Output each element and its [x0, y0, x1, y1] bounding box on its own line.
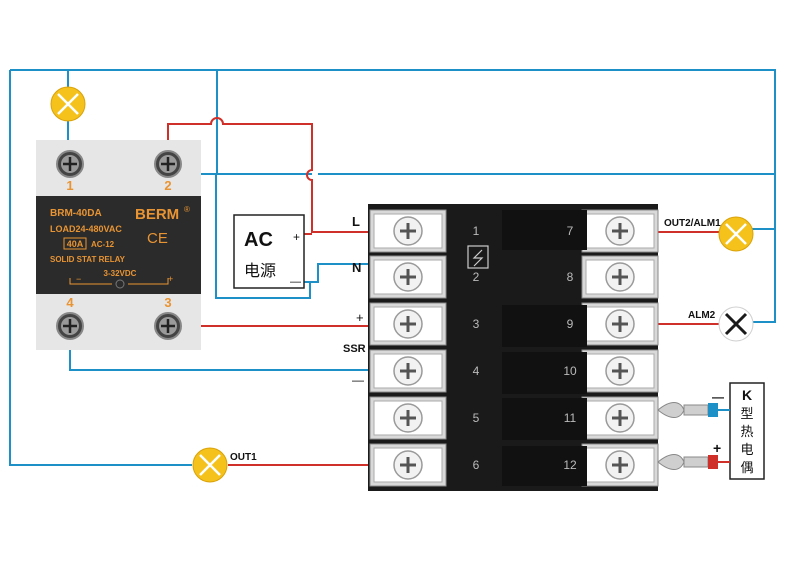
label-L: L [352, 214, 360, 229]
label-N: N [352, 260, 361, 275]
relay-screw-2 [154, 150, 182, 178]
relay-current: 40A [67, 239, 84, 249]
relay-terminal-3: 3 [164, 295, 171, 310]
temperature-controller: 1 7 2 8 3 9 4 10 5 11 6 12 [368, 204, 659, 491]
ac-minus: — [290, 276, 301, 288]
tc-char-4: 电 [740, 442, 753, 457]
relay-screw-3 [154, 312, 182, 340]
terminal-number-3: 3 [473, 317, 480, 331]
terminal-11 [581, 396, 659, 440]
label-ssr-minus: — [352, 373, 364, 387]
wire-red-top [167, 117, 370, 233]
relay-indicator-led [115, 279, 125, 289]
terminal-3 [369, 302, 447, 346]
terminal-number-9: 9 [567, 317, 574, 331]
terminal-9 [581, 302, 659, 346]
relay-ce-mark: CE [147, 230, 168, 247]
terminal-number-11: 11 [564, 411, 577, 425]
terminal-10 [581, 349, 659, 393]
terminal-6 [369, 443, 447, 487]
tc-char-k: K [742, 387, 752, 403]
wire-ac-minus [298, 263, 370, 283]
label-ssr-plus: + [356, 310, 364, 325]
thermocouple-k: K 型 热 电 偶 — + [657, 382, 765, 480]
terminal-1 [369, 209, 447, 253]
relay-model: BRM-40DA [50, 208, 102, 219]
left-terminal-column [369, 209, 447, 487]
relay-symbol-icon [467, 245, 489, 269]
relay-ac-rating: AC-12 [91, 240, 115, 249]
terminal-8 [581, 255, 659, 299]
relay-load: LOAD24-480VAC [50, 224, 122, 234]
terminal-number-10: 10 [563, 364, 577, 378]
tc-plus-lead [657, 454, 730, 470]
tc-char-5: 偶 [740, 460, 753, 475]
relay-control: 3-32VDC [104, 269, 137, 278]
relay-terminal-4: 4 [66, 295, 74, 310]
tc-plus-sign: + [713, 440, 721, 456]
label-out2-alm1: OUT2/ALM1 [664, 218, 721, 229]
terminal-5 [369, 396, 447, 440]
terminal-number-1: 1 [473, 224, 480, 238]
wire-top-loop [9, 69, 776, 466]
terminal-number-2: 2 [473, 270, 480, 284]
relay-control-minus: − [76, 274, 81, 284]
ac-title: AC [244, 229, 273, 251]
wire-blue-horizontal-174 [200, 173, 776, 323]
label-alm2: ALM2 [688, 310, 716, 321]
tc-char-2: 型 [740, 406, 753, 421]
relay-brand: BERM [135, 206, 179, 223]
lamp-out1 [192, 447, 228, 483]
lamp-out2 [718, 216, 754, 252]
lamp-alm2 [718, 306, 754, 342]
ac-subtitle: 电源 [244, 262, 276, 280]
lamp-top [50, 86, 86, 122]
label-ssr: SSR [343, 343, 366, 355]
terminal-4 [369, 349, 447, 393]
ac-power-source: AC 电源 + — [233, 214, 305, 289]
relay-screw-4 [56, 312, 84, 340]
solid-state-relay: 1 2 4 3 BRM-40DA LOAD24-480VAC 40A AC-12… [36, 140, 201, 350]
relay-type: SOLID STAT RELAY [50, 255, 126, 264]
relay-control-plus: + [168, 274, 173, 284]
relay-terminal-1: 1 [66, 178, 73, 193]
terminal-number-4: 4 [473, 364, 480, 378]
tc-minus-lead [657, 402, 730, 418]
wire-n-line [215, 174, 311, 299]
terminal-12 [581, 443, 659, 487]
relay-terminal-2: 2 [164, 178, 171, 193]
right-terminal-column [581, 209, 659, 487]
terminal-2 [369, 255, 447, 299]
terminal-7 [581, 209, 659, 253]
relay-control-bracket [69, 278, 169, 285]
relay-screw-1 [56, 150, 84, 178]
tc-char-3: 热 [740, 424, 753, 439]
terminal-number-8: 8 [567, 270, 574, 284]
blue-wires [9, 69, 776, 466]
label-out1: OUT1 [230, 452, 257, 463]
terminal-number-6: 6 [473, 458, 480, 472]
terminal-number-7: 7 [567, 224, 574, 238]
tc-minus-sign: — [712, 390, 724, 404]
ac-plus: + [293, 230, 300, 244]
terminal-number-12: 12 [563, 458, 577, 472]
wire-blue-to-8 [748, 174, 776, 230]
terminal-number-5: 5 [473, 411, 480, 425]
relay-registered-mark: ® [184, 205, 190, 214]
